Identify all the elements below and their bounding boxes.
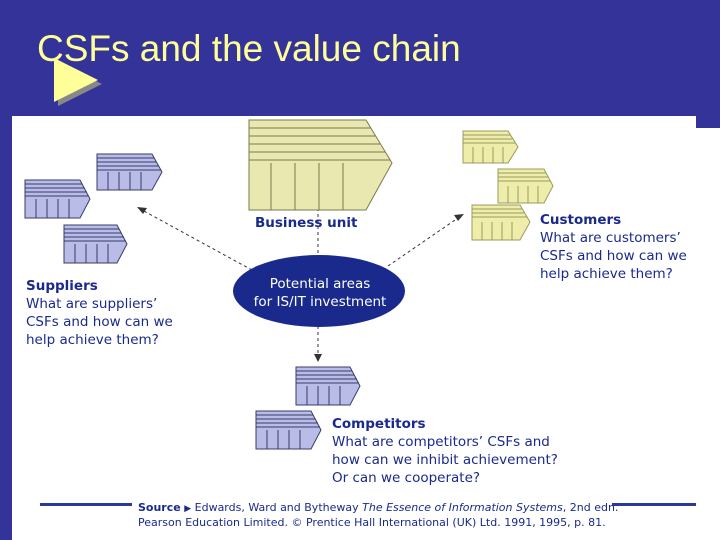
- customer-chevron-1: [462, 130, 519, 164]
- source-publisher: Pearson Education Limited. © Prentice Ha…: [138, 516, 606, 529]
- suppliers-heading: Suppliers: [26, 278, 98, 294]
- source-arrow-icon: ▶: [184, 504, 192, 514]
- center-label: Potential areas for IS/IT investment: [236, 275, 404, 311]
- source-citation: Source ▶ Edwards, Ward and Bytheway The …: [138, 501, 618, 530]
- source-book-title: The Essence of Information Systems: [362, 501, 563, 514]
- center-label-line1: Potential areas: [269, 276, 371, 292]
- supplier-chevron-3: [63, 224, 128, 264]
- source-rule-right: [612, 503, 696, 506]
- customers-heading: Customers: [540, 212, 622, 228]
- competitor-chevron-2: [255, 410, 322, 450]
- arrow-to-suppliers: [141, 209, 253, 271]
- customers-line: What are customers’: [540, 230, 681, 246]
- customers-line: CSFs and how can we: [540, 248, 687, 264]
- center-label-line2: for IS/IT investment: [253, 294, 387, 310]
- suppliers-block: Suppliers What are suppliers’ CSFs and h…: [26, 277, 173, 349]
- investment-ellipse: [233, 255, 405, 327]
- competitors-line: Or can we cooperate?: [332, 470, 481, 486]
- business-unit-chevron: [248, 119, 393, 211]
- competitors-heading: Competitors: [332, 416, 426, 432]
- suppliers-line: CSFs and how can we: [26, 314, 173, 330]
- source-authors: Edwards, Ward and Bytheway: [194, 501, 363, 514]
- arrowhead-customers: [454, 214, 464, 221]
- competitors-block: Competitors What are competitors’ CSFs a…: [332, 415, 558, 487]
- source-edition: , 2nd edn.: [562, 501, 619, 514]
- slide-title: CSFs and the value chain: [37, 28, 461, 69]
- source-label: Source: [138, 501, 181, 514]
- customer-chevron-2: [497, 168, 554, 204]
- panel-edge: [696, 116, 720, 128]
- supplier-chevron-2: [24, 179, 91, 219]
- customers-line: help achieve them?: [540, 266, 673, 282]
- title-arrow-icon: [54, 58, 102, 106]
- customers-block: Customers What are customers’ CSFs and h…: [540, 211, 687, 283]
- competitors-line: how can we inhibit achievement?: [332, 452, 558, 468]
- source-rule-left: [40, 503, 132, 506]
- competitor-chevron-1: [295, 366, 361, 406]
- arrowhead-competitors: [314, 354, 322, 362]
- arrowhead-suppliers: [137, 207, 147, 214]
- competitors-line: What are competitors’ CSFs and: [332, 434, 550, 450]
- suppliers-line: help achieve them?: [26, 332, 159, 348]
- arrow-to-customers: [387, 217, 459, 267]
- customer-chevron-3: [471, 204, 531, 241]
- suppliers-line: What are suppliers’: [26, 296, 158, 312]
- supplier-chevron-1: [96, 153, 163, 191]
- business-unit-label: Business unit: [255, 215, 358, 231]
